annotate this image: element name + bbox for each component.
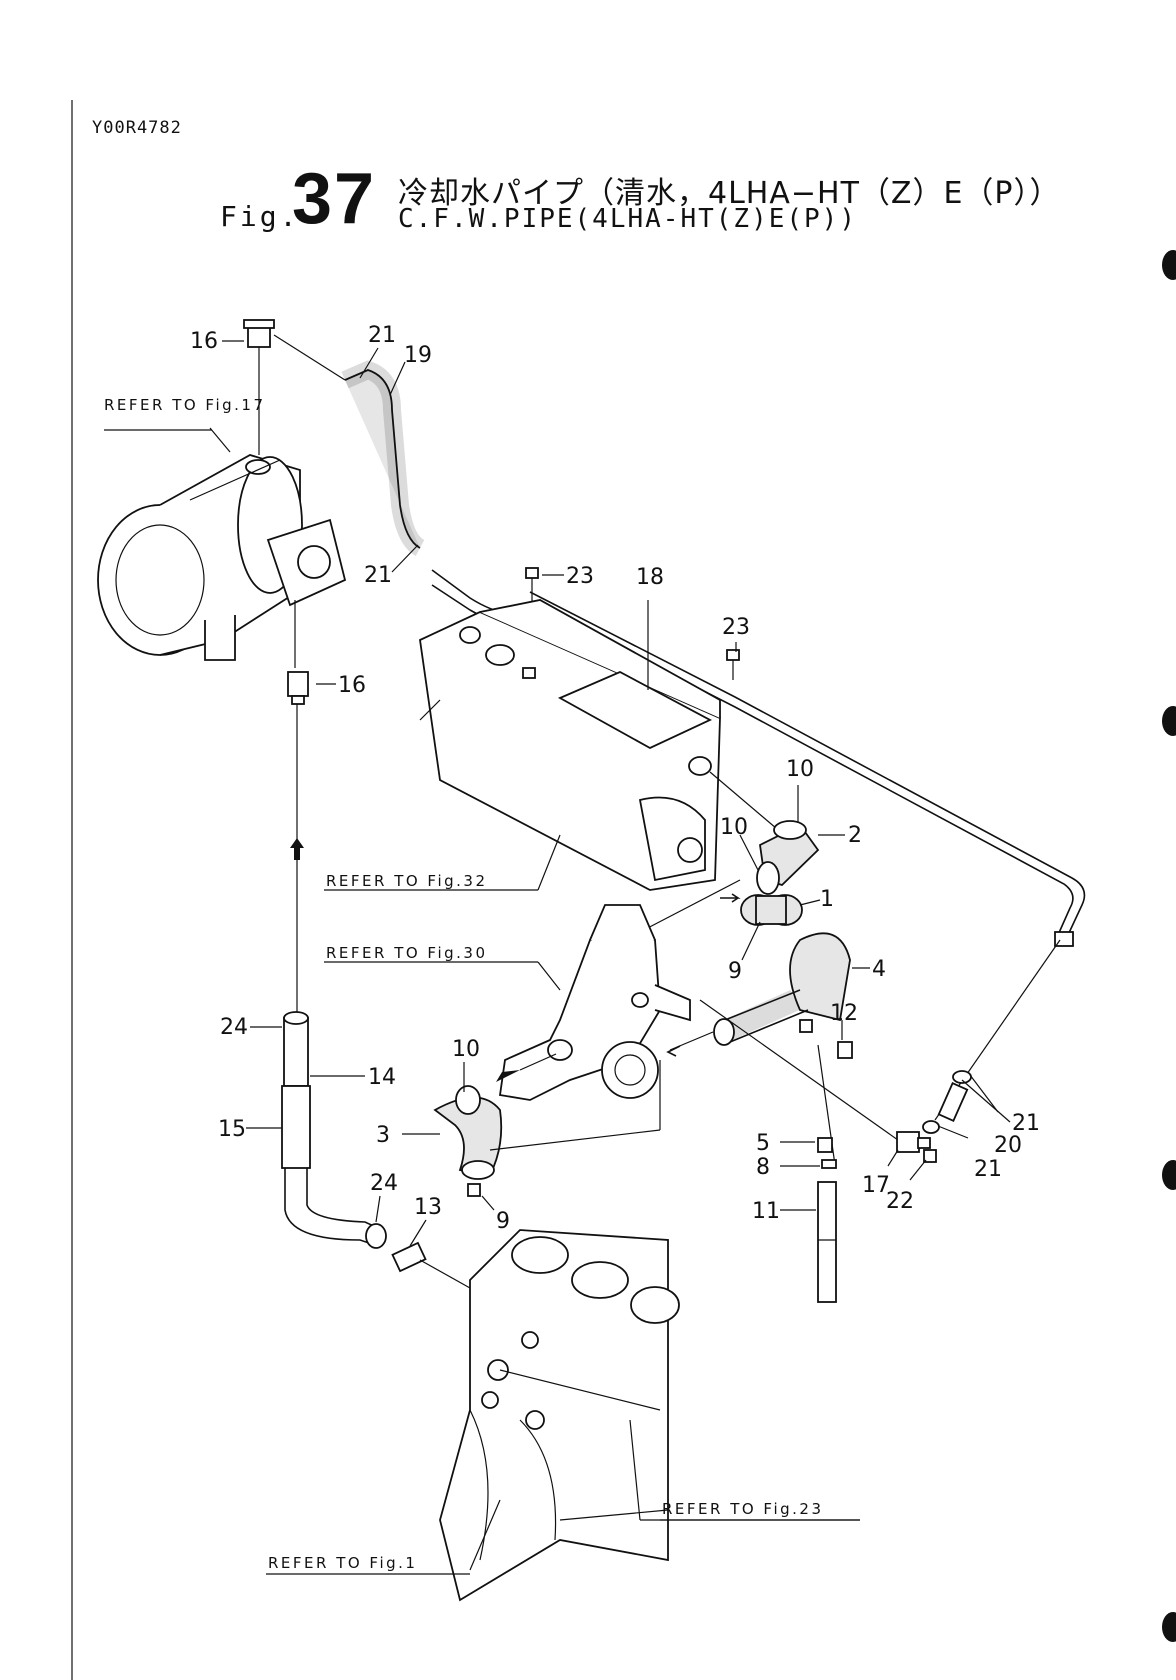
hose-14-15 (282, 1012, 386, 1248)
callout-label: 24 (220, 1015, 248, 1040)
callout-label: 8 (756, 1155, 770, 1180)
callout-label: 13 (414, 1195, 442, 1220)
callout-label: 22 (886, 1189, 914, 1214)
callout-label: 9 (728, 959, 742, 984)
hose-2 (757, 821, 818, 894)
callout-label: 23 (722, 615, 750, 640)
nipple-13 (393, 1243, 426, 1271)
callout-label: 3 (376, 1123, 390, 1148)
engine-head-drawing (420, 600, 720, 890)
callout-label: 19 (404, 343, 432, 368)
part-11 (818, 1182, 836, 1302)
callout-label: 4 (872, 957, 886, 982)
heat-exchanger-drawing (98, 455, 345, 660)
callout-label: 16 (338, 673, 366, 698)
part-8 (822, 1160, 836, 1168)
reference-label: REFER TO Fig.32 (326, 872, 488, 890)
callout-label: 14 (368, 1065, 396, 1090)
part-5 (818, 1138, 832, 1152)
callout-label: 12 (830, 1001, 858, 1026)
callout-label: 18 (636, 565, 664, 590)
callout-label: 10 (786, 757, 814, 782)
callout-label: 21 (1012, 1111, 1040, 1136)
reference-label: REFER TO Fig.17 (104, 396, 266, 414)
callout-label: 21 (974, 1157, 1002, 1182)
fitting-16-mid (288, 672, 308, 704)
reference-label: REFER TO Fig.1 (268, 1554, 417, 1572)
flow-arrow-icon (290, 838, 304, 860)
callout-label: 11 (752, 1199, 780, 1224)
callout-label: 9 (496, 1209, 510, 1234)
fitting-20 (939, 1071, 971, 1121)
hose-1 (741, 895, 802, 925)
callout-label: 10 (720, 815, 748, 840)
callout-label: 24 (370, 1171, 398, 1196)
fitting-16-top (244, 320, 274, 347)
reference-label: REFER TO Fig.30 (326, 944, 488, 962)
callout-label: 5 (756, 1131, 770, 1156)
reference-label: REFER TO Fig.23 (662, 1500, 824, 1518)
cylinder-block-drawing (440, 1230, 679, 1600)
callout-label: 20 (994, 1133, 1022, 1158)
hose-3 (435, 1086, 501, 1196)
tee-17 (897, 1121, 939, 1162)
water-pump-drawing (500, 905, 690, 1100)
callout-label: 23 (566, 564, 594, 589)
callout-label: 21 (368, 323, 396, 348)
callout-label: 1 (820, 887, 834, 912)
callout-label: 2 (848, 823, 862, 848)
callout-label: 21 (364, 563, 392, 588)
callout-label: 16 (190, 329, 218, 354)
callout-label: 10 (452, 1037, 480, 1062)
callout-label: 15 (218, 1117, 246, 1142)
